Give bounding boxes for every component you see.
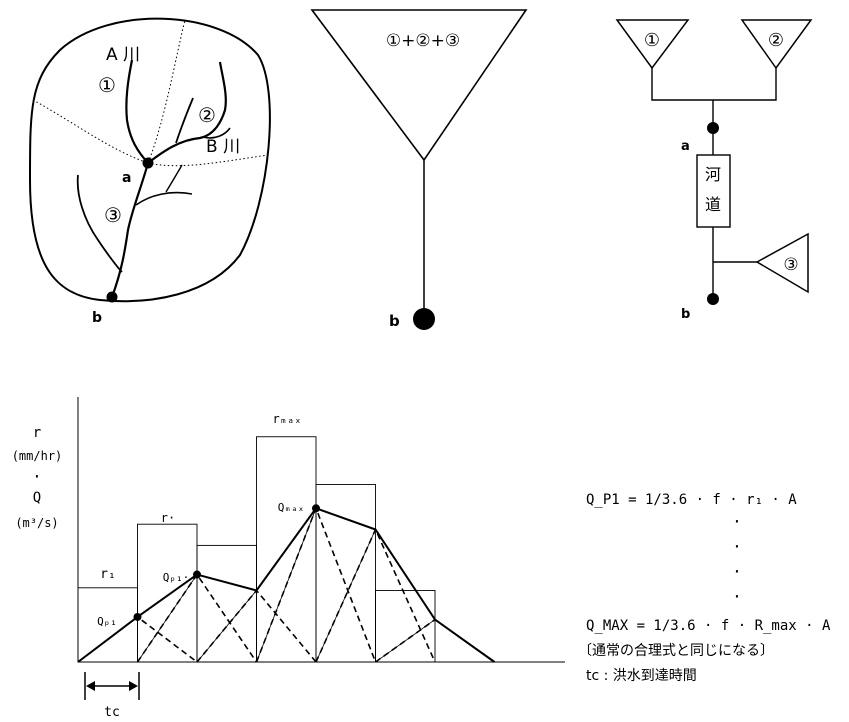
channel-label-char-2: 道 (705, 195, 721, 214)
network-subbasin-3-label: ③ (783, 255, 798, 275)
subbasin-3-label: ③ (104, 203, 122, 227)
lumped-outlet-dot (413, 308, 435, 330)
unit-hydrograph-thin-6 (375, 619, 436, 663)
peak-dots (133, 504, 320, 621)
label-qp1-mid: Qₚ₁· (163, 571, 190, 584)
unit-hydrograph-thin-5 (315, 529, 376, 663)
unit-hydrograph-thin-2 (137, 574, 198, 663)
ylabel-r-unit: (mm/hr) (12, 449, 63, 463)
network-node-a-dot (707, 122, 719, 134)
network-junction-lines (651, 68, 777, 101)
river-a-label: A 川 (106, 45, 140, 65)
rainfall-blocks (77, 436, 436, 663)
ylabel-q-unit: (m³/s) (15, 516, 58, 530)
watershed-boundary (28, 17, 271, 303)
channel-label-char-1: 河 (705, 165, 721, 184)
node-a-label: a (122, 170, 131, 186)
lumped-model: ①+②+③ b (310, 9, 528, 330)
formula-block: Q_P1 = 1/3.6 · f · r₁ · A · · · · Q_MAX … (578, 492, 831, 684)
formula-qmax: Q_MAX = 1/3.6 · f · R_max · A (586, 618, 831, 634)
rain-block-5 (315, 484, 376, 663)
lumped-node-b-label: b (389, 312, 400, 330)
label-rmax: rₘₐₓ (273, 412, 302, 426)
lumped-basin-label: ①+②+③ (386, 31, 460, 51)
ylabel-dot: · (32, 467, 42, 486)
river-b-channel (147, 61, 227, 164)
subbasin-1-label: ① (98, 73, 116, 97)
label-r1: r₁ (100, 567, 116, 582)
network-node-b-dot (707, 293, 719, 305)
composite-hydrograph-line (77, 507, 496, 663)
river-b-tributary (175, 97, 194, 144)
network-node-b-label: b (681, 307, 690, 322)
unit-hydrograph-thin-4 (256, 508, 317, 663)
node-b-dot (106, 291, 118, 303)
label-qp1-low: Qₚ₁ (97, 615, 117, 628)
network-basin-1-triangle (615, 19, 690, 70)
network-subbasin-2-label: ② (768, 30, 784, 51)
lumped-basin-triangle (310, 9, 528, 162)
formula-dot-3: · (732, 562, 742, 581)
node-b-label: b (92, 310, 102, 326)
formula-tc-definition: tc : 洪水到達時間 (586, 668, 697, 684)
rain-block-3 (196, 544, 257, 663)
peak-dot-3 (312, 504, 320, 513)
tributary-west (76, 174, 123, 273)
tc-arrowhead-left (86, 681, 95, 691)
main-river-stem (110, 162, 150, 298)
watershed-map: A 川 B 川 ① ② ③ a b (28, 17, 271, 326)
formula-note: 〔通常の合理式と同じになる〕 (578, 643, 774, 659)
rain-block-2 (137, 523, 198, 663)
unit-hydrograph-thin-3 (196, 590, 257, 663)
subbasin-2-label: ② (198, 103, 216, 127)
tributary-east (135, 191, 193, 206)
channel-box (696, 154, 731, 228)
rain-block-6 (375, 590, 436, 663)
ylabel-r: r (33, 425, 41, 441)
network-subbasin-1-label: ① (644, 30, 660, 51)
network-basin-2-triangle (740, 19, 813, 70)
hydrograph: r (mm/hr) · Q (m³/s) r₁ r· rₘₐₓ Qₚ₁ Qₚ₁·… (12, 397, 565, 720)
formula-dot-4: · (732, 587, 742, 606)
network-model: ① ② ③ a b 河 道 (615, 19, 813, 322)
peak-dot-1 (133, 612, 142, 621)
tc-arrowhead-right (129, 681, 138, 691)
network-node-a-label: a (681, 139, 690, 154)
tc-label: tc (104, 705, 120, 720)
network-basin-3-triangle (755, 232, 809, 294)
ylabel-q: Q (33, 490, 41, 506)
label-qmax: Qₘₐₓ (278, 501, 305, 514)
river-b-label: B 川 (206, 137, 240, 157)
formula-qp1: Q_P1 = 1/3.6 · f · r₁ · A (586, 492, 797, 508)
formula-dot-2: · (732, 537, 742, 556)
river-b-tributary-2 (202, 127, 231, 139)
label-r2: r· (161, 511, 175, 525)
tributary-east-2 (165, 164, 183, 193)
peak-dot-2 (193, 570, 201, 579)
river-a-channel (125, 59, 149, 164)
node-a-dot (142, 157, 154, 169)
subbasin-divider-right (147, 154, 269, 167)
formula-dot-1: · (732, 512, 742, 531)
